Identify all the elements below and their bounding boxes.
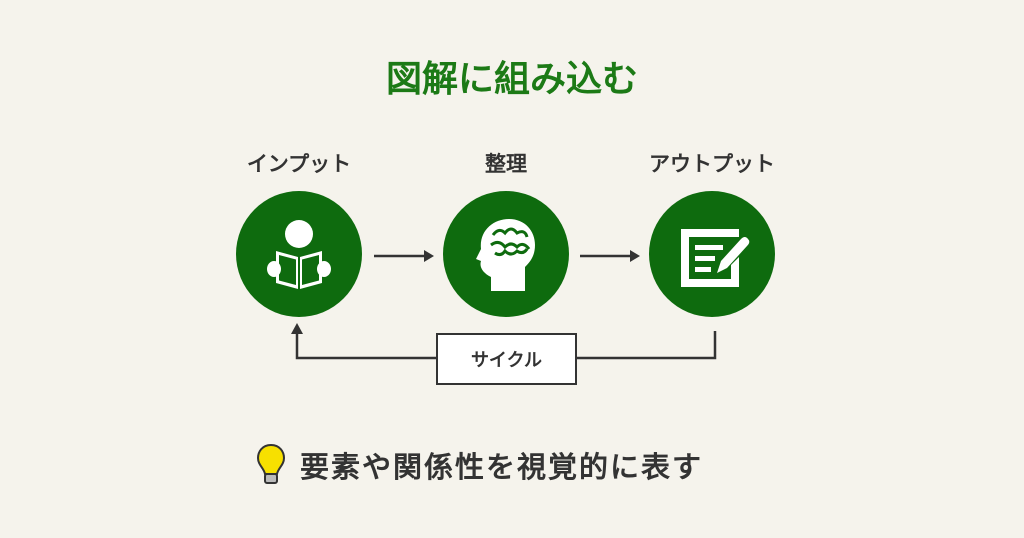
- step-organize-circle: [443, 191, 569, 317]
- footer-text: 要素や関係性を視覚的に表す: [300, 450, 704, 484]
- cycle-label-box: サイクル: [436, 333, 577, 385]
- reading-person-icon: [267, 220, 331, 289]
- footer-caption: 要素や関係性を視覚的に表す: [256, 443, 703, 487]
- step-label-output: アウトプット: [649, 152, 775, 176]
- brain-head-icon: [476, 219, 535, 291]
- step-label-input: インプット: [246, 152, 352, 176]
- step-label-organize: 整理: [485, 152, 527, 176]
- arrow-input-to-organize: [374, 250, 434, 262]
- step-output-circle: [649, 191, 775, 317]
- lightbulb-icon: [256, 443, 286, 484]
- diagram-title: 図解に組み込む: [385, 59, 638, 100]
- writing-document-icon: [681, 229, 750, 287]
- step-input-circle: [236, 191, 362, 317]
- arrow-organize-to-output: [580, 250, 640, 262]
- cycle-label: サイクル: [470, 350, 543, 371]
